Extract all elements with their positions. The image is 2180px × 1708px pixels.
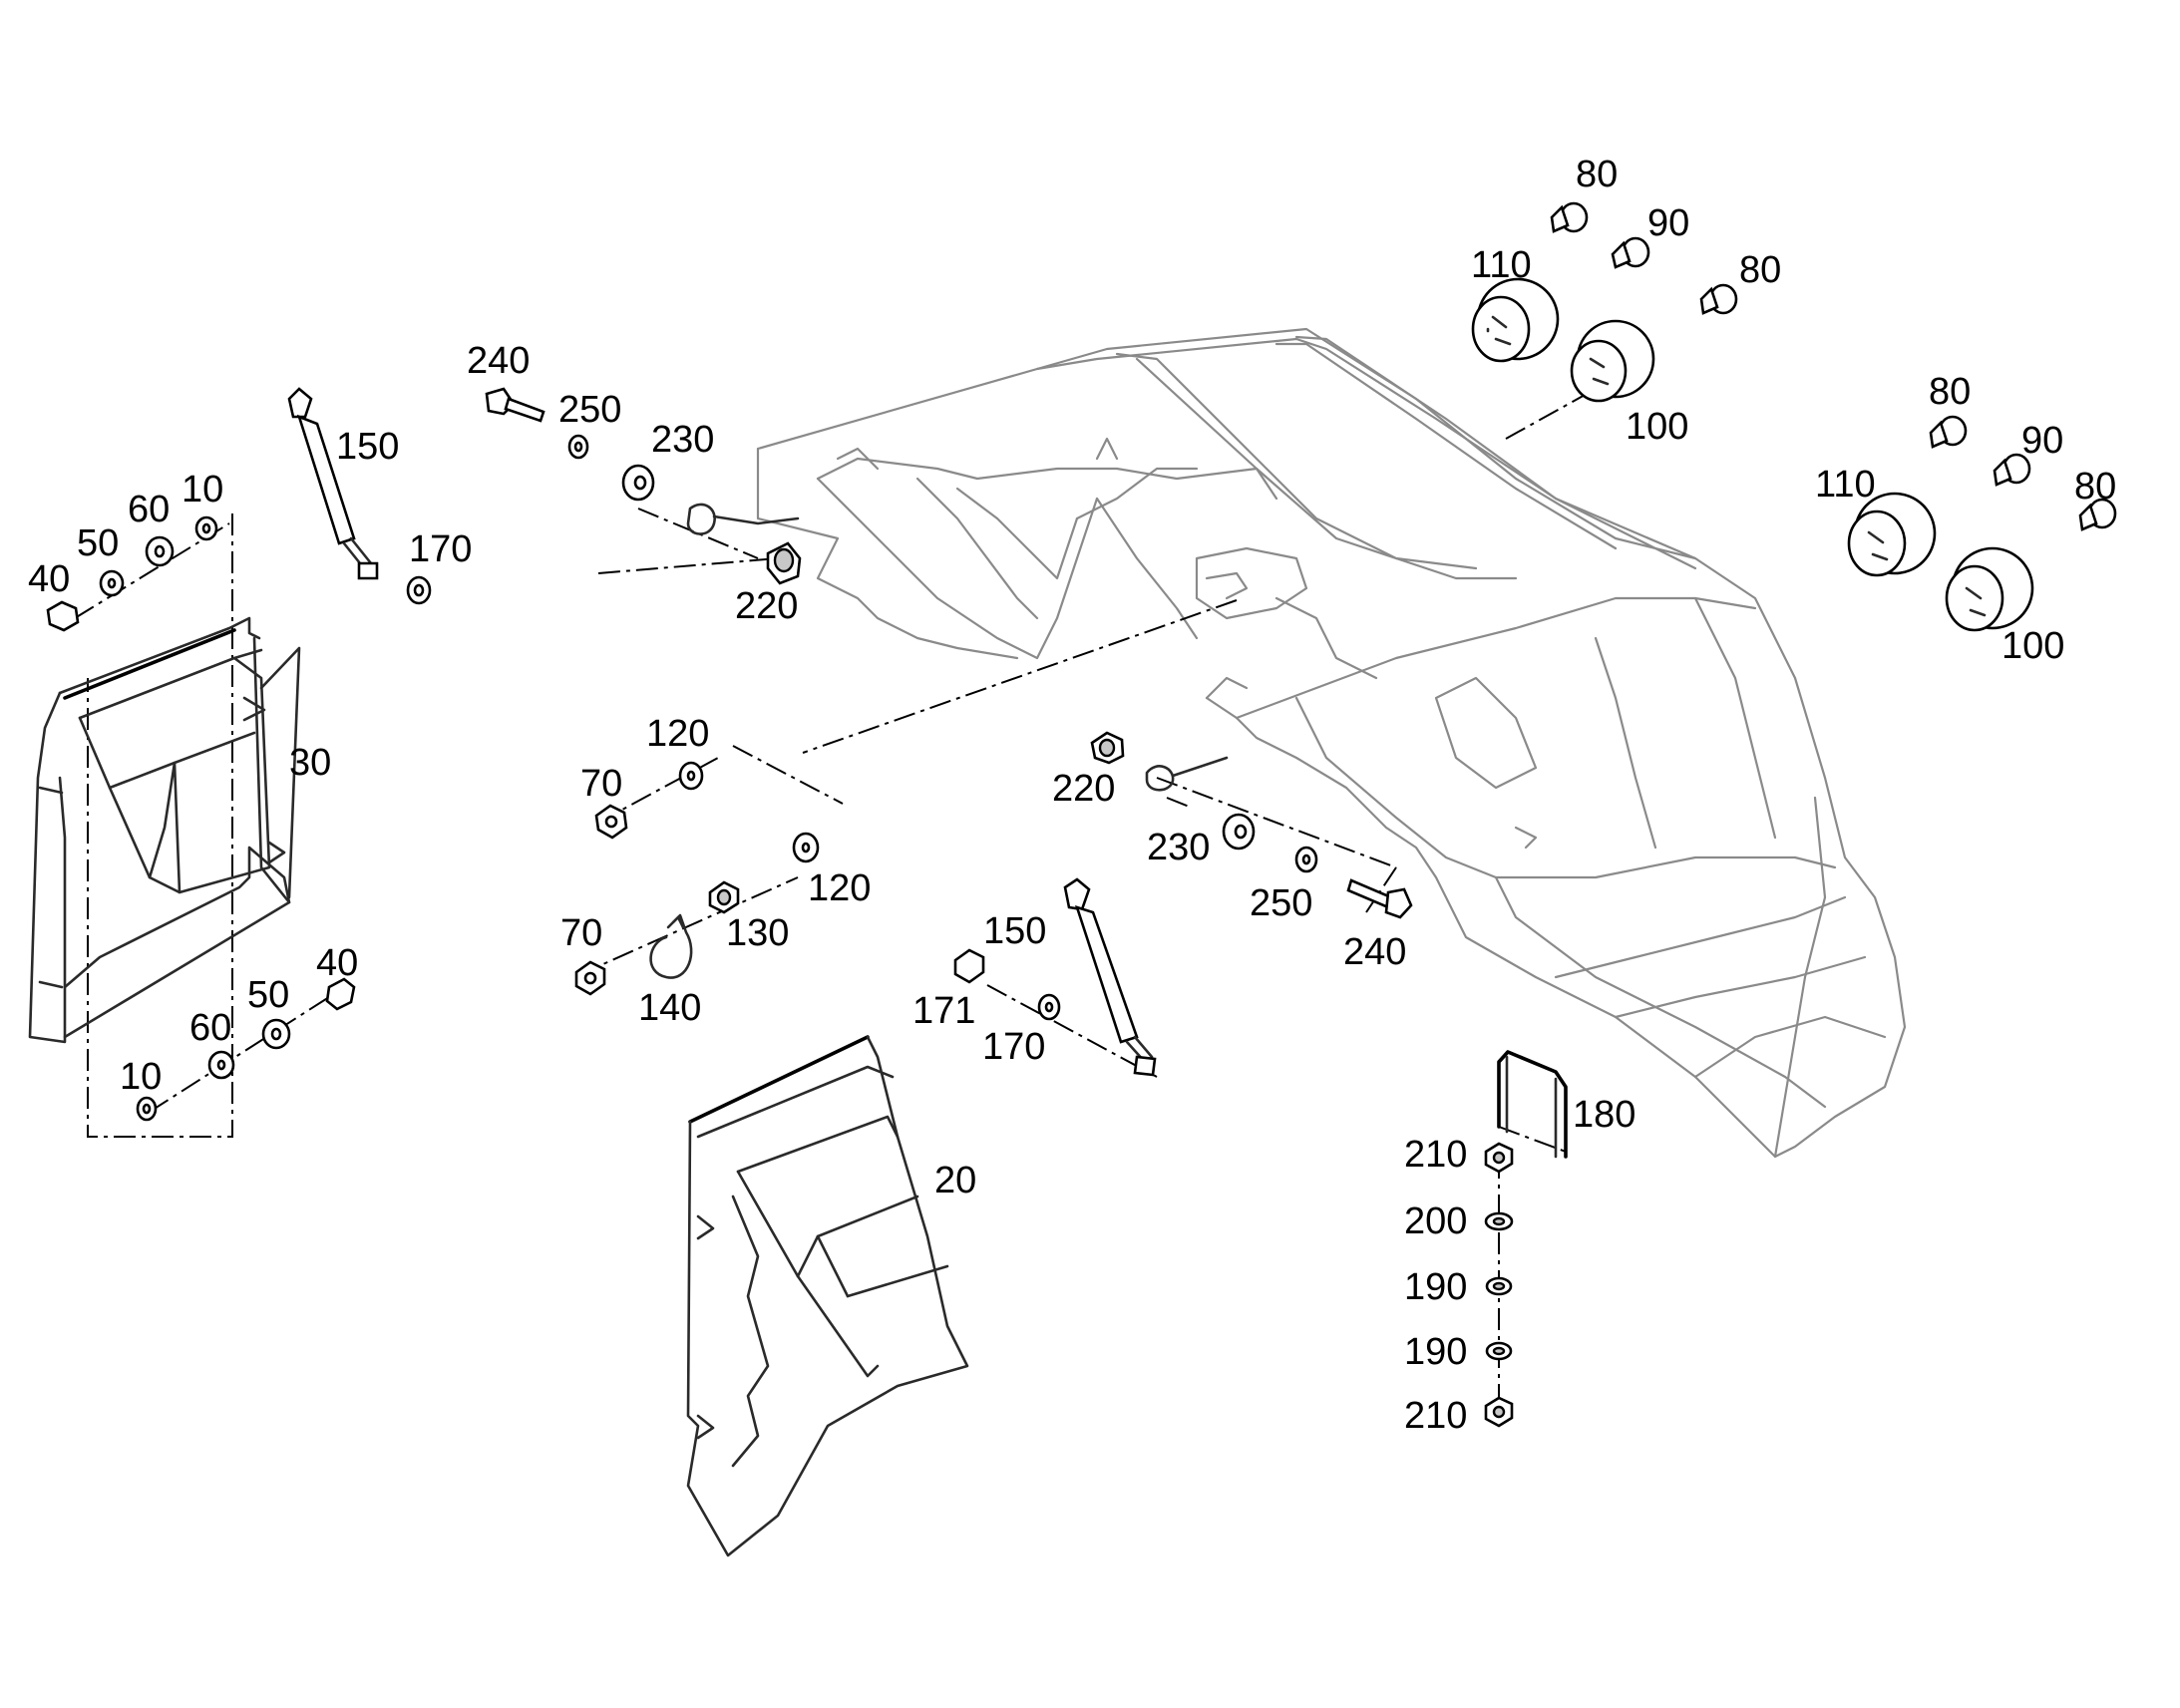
part-label: 10: [182, 469, 223, 511]
part-label: 180: [1573, 1094, 1635, 1136]
part-label: 40: [28, 558, 70, 600]
part-label: 220: [735, 585, 798, 627]
part-label: 70: [580, 763, 622, 805]
part-label: 50: [77, 522, 119, 564]
gas-strut-lower: [1063, 877, 1157, 1077]
part-label: 120: [808, 867, 871, 909]
part-label: 30: [289, 742, 331, 784]
hardware: [46, 387, 1568, 1428]
part-label: 20: [934, 1160, 976, 1201]
part-label: 220: [1052, 768, 1115, 810]
part-label: 80: [2074, 466, 2116, 508]
part-label: 100: [1626, 406, 1688, 448]
part-label: 190: [1404, 1331, 1467, 1373]
part-label: 110: [1815, 464, 1876, 506]
part-label: 90: [2021, 420, 2063, 462]
panel-30: [28, 616, 301, 1044]
part-label: 80: [1739, 249, 1781, 291]
part-label: 171: [912, 990, 975, 1032]
part-label: 250: [558, 389, 621, 431]
part-label: 140: [638, 987, 701, 1029]
part-label: 60: [189, 1007, 231, 1049]
part-label: 10: [120, 1056, 162, 1098]
part-label: 40: [316, 942, 358, 984]
part-label: 130: [726, 912, 789, 954]
part-label: 210: [1404, 1395, 1467, 1437]
part-label: 190: [1404, 1266, 1467, 1308]
part-label: 80: [1929, 371, 1971, 413]
lamps-upper: [1471, 201, 1738, 403]
gas-strut-upper: [287, 387, 379, 580]
part-label: 210: [1404, 1134, 1467, 1176]
part-label: 50: [247, 974, 289, 1016]
lamps-lower: [1847, 415, 2117, 632]
part-label: 120: [646, 713, 709, 755]
part-label: 200: [1404, 1200, 1467, 1242]
part-label: 60: [128, 489, 170, 530]
part-label: 240: [467, 340, 530, 382]
part-label: 110: [1471, 244, 1532, 286]
rear-body-panel: [756, 327, 1907, 1159]
part-label: 150: [336, 426, 399, 468]
leader-lines: [74, 388, 1597, 1406]
part-label: 230: [651, 419, 714, 461]
part-label: 150: [983, 910, 1046, 952]
part-label: 100: [2001, 625, 2064, 667]
part-label: 230: [1147, 827, 1210, 868]
part-label: 170: [982, 1026, 1045, 1068]
part-label: 170: [409, 528, 472, 570]
panel-20: [686, 1035, 969, 1557]
part-label: 80: [1576, 154, 1618, 195]
part-label: 90: [1647, 202, 1689, 244]
part-label: 240: [1343, 931, 1406, 973]
part-label: 250: [1250, 882, 1312, 924]
part-label: 70: [560, 912, 602, 954]
